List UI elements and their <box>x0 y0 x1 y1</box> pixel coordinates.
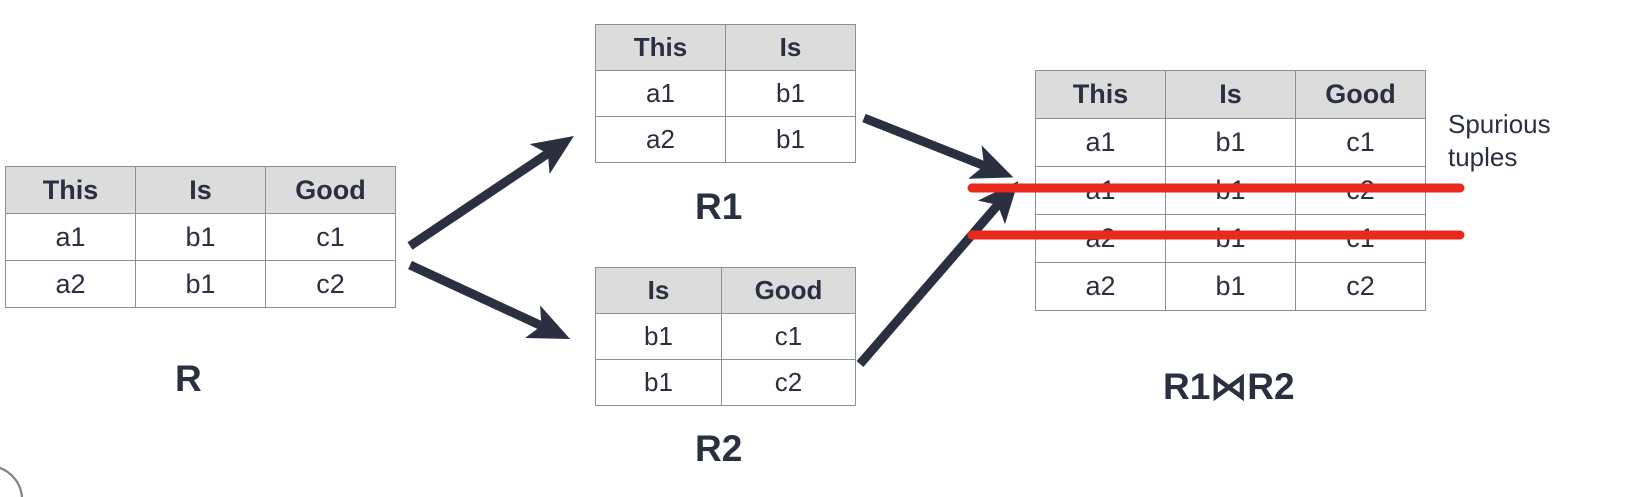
caption-r: R <box>175 358 202 399</box>
table-row-spurious: a2 b1 c1 <box>1035 214 1426 263</box>
table-row-spurious: a1 b1 c2 <box>1035 166 1426 215</box>
table-cell: a2 <box>595 116 726 163</box>
table-header-row: Is Good <box>595 267 856 314</box>
column-header: Is <box>595 267 722 314</box>
table-cell: a2 <box>1035 214 1166 263</box>
table-cell: c1 <box>265 213 396 261</box>
arrow-r-to-r2 <box>408 260 571 340</box>
table-row: b1 c1 <box>595 313 856 360</box>
table-cell: c2 <box>721 359 856 406</box>
column-header: Is <box>135 166 266 214</box>
arrow-r1-to-join <box>862 113 1014 179</box>
table-row: a1 b1 c1 <box>1035 118 1426 167</box>
table-cell: b1 <box>595 313 722 360</box>
table-cell: a2 <box>1035 262 1166 311</box>
table-row: a2 b1 <box>595 116 856 163</box>
relation-table-join: This Is Good a1 b1 c1 a1 b1 c2 a2 b1 c1 <box>1035 70 1426 311</box>
column-header: Is <box>725 24 856 71</box>
corner-arc-decoration <box>0 466 24 497</box>
relation-table-r2: Is Good b1 c1 b1 c2 <box>595 267 856 406</box>
table-cell: b1 <box>725 116 856 163</box>
column-header: Is <box>1165 70 1296 119</box>
column-header: Good <box>721 267 856 314</box>
table-cell: a2 <box>5 260 136 308</box>
table-row: b1 c2 <box>595 359 856 406</box>
arrow-r-to-r1 <box>407 135 574 250</box>
column-header: This <box>595 24 726 71</box>
caption-join: R1⋈R2 <box>1163 366 1295 407</box>
table-row: a2 b1 c2 <box>1035 262 1426 311</box>
relation-table-r: This Is Good a1 b1 c1 a2 b1 c2 <box>5 166 396 308</box>
table-cell: b1 <box>135 213 266 261</box>
spurious-tuples-line1: Spurious <box>1448 109 1551 139</box>
table-cell: a1 <box>595 70 726 117</box>
table-header-row: This Is Good <box>5 166 396 214</box>
table-cell: a1 <box>1035 118 1166 167</box>
table-cell: b1 <box>725 70 856 117</box>
table-row: a1 b1 c1 <box>5 213 396 261</box>
table-header-row: This Is <box>595 24 856 71</box>
table-cell: c2 <box>1295 166 1426 215</box>
column-header: Good <box>1295 70 1426 119</box>
table-cell: c2 <box>1295 262 1426 311</box>
table-cell: b1 <box>1165 262 1296 311</box>
caption-r2: R2 <box>695 428 743 469</box>
spurious-tuples-annotation: Spurious tuples <box>1448 108 1551 173</box>
table-cell: c1 <box>1295 214 1426 263</box>
table-row: a1 b1 <box>595 70 856 117</box>
table-cell: b1 <box>1165 214 1296 263</box>
table-cell: a1 <box>1035 166 1166 215</box>
table-row: a2 b1 c2 <box>5 260 396 308</box>
table-cell: b1 <box>135 260 266 308</box>
table-cell: b1 <box>1165 166 1296 215</box>
column-header: This <box>5 166 136 214</box>
table-header-row: This Is Good <box>1035 70 1426 119</box>
table-cell: b1 <box>595 359 722 406</box>
relation-table-r1: This Is a1 b1 a2 b1 <box>595 24 856 163</box>
column-header: Good <box>265 166 396 214</box>
arrow-r2-to-join <box>856 181 1019 367</box>
column-header: This <box>1035 70 1166 119</box>
spurious-tuples-line2: tuples <box>1448 141 1518 172</box>
table-cell: c1 <box>721 313 856 360</box>
caption-r1: R1 <box>695 186 743 227</box>
table-cell: b1 <box>1165 118 1296 167</box>
table-cell: c2 <box>265 260 396 308</box>
table-cell: a1 <box>5 213 136 261</box>
table-cell: c1 <box>1295 118 1426 167</box>
